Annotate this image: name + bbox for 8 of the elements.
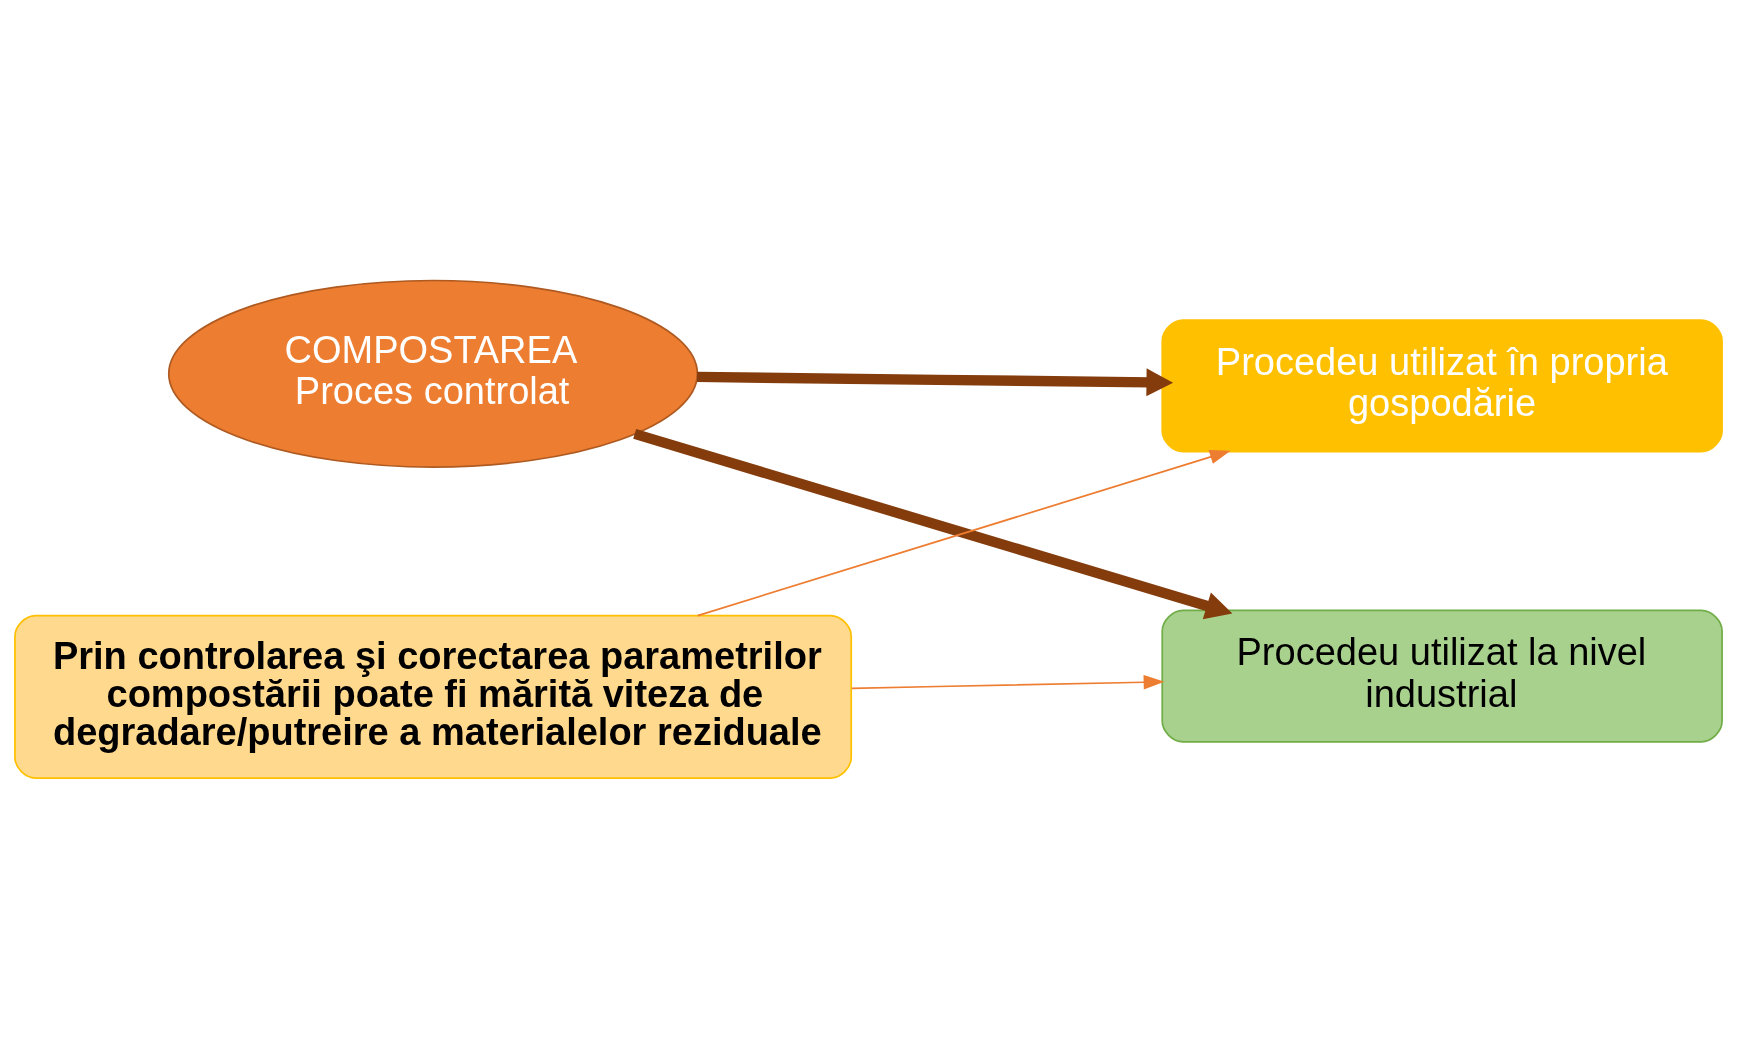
arrow: [633, 428, 1233, 619]
arrow: [850, 674, 1165, 690]
arrow: [696, 367, 1174, 396]
node-box: Procedeu utilizat în propria gospodărie: [1161, 318, 1723, 452]
node-ellipse: COMPOSTAREA Proces controlat: [167, 279, 699, 468]
node-box: Prin controlarea şi corectarea parametrilor compostării poate fi mărită viteza de degradare/putreire a materialelor reziduale: [14, 614, 853, 779]
arrow: [696, 449, 1231, 616]
node-box: Procedeu utilizat la nivel industrial: [1161, 609, 1723, 743]
